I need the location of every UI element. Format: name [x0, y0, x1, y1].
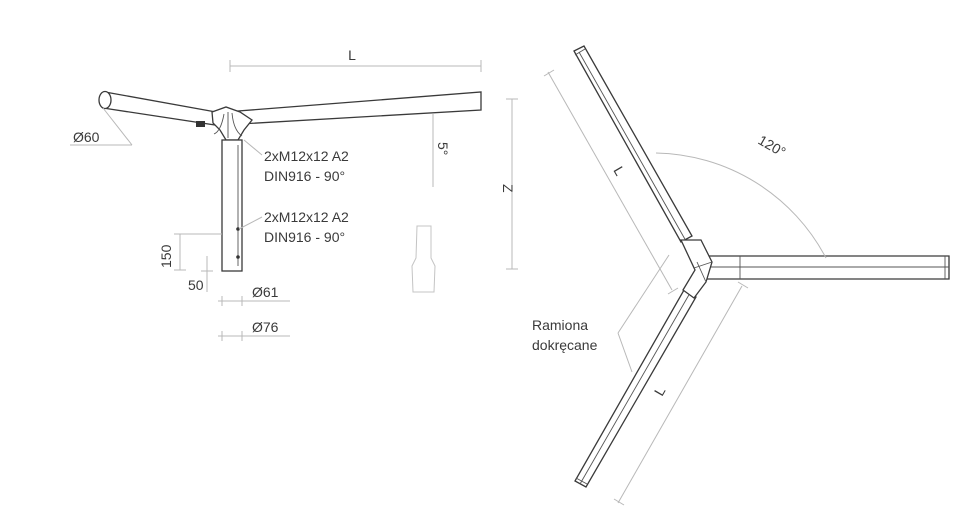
right-arm	[237, 91, 482, 125]
height-dimension: Z	[500, 98, 518, 270]
angle-arc-label: 120°	[756, 132, 789, 160]
upper-screw-leader	[243, 139, 263, 156]
outer-diameter-label: Ø76	[252, 319, 279, 335]
left-arm	[98, 90, 217, 126]
top-arm-lower	[574, 289, 697, 488]
dim-150-label: 150	[158, 244, 174, 268]
top-view: L L 120° Ramiona dokręcane	[532, 45, 950, 506]
note-line-2: dokręcane	[532, 337, 598, 353]
top-arm-upper	[573, 45, 693, 243]
side-view: L Ø60	[70, 47, 518, 341]
note-line-1: Ramiona	[532, 317, 588, 333]
angle-label: 5°	[435, 142, 451, 155]
top-upper-length-label: L	[610, 164, 628, 179]
lower-screw-label-1: 2xM12x12 A2	[264, 209, 349, 225]
dim-150: 150	[158, 233, 222, 271]
arm-diameter-dimension: Ø60	[70, 107, 133, 146]
arm-diameter-label: Ø60	[73, 129, 100, 145]
dim-50: 50	[188, 256, 213, 293]
top-lower-length-label: L	[651, 384, 669, 399]
length-dimension: L	[229, 47, 482, 72]
dim-50-label: 50	[188, 277, 204, 293]
socket-sleeve	[411, 225, 436, 293]
inner-diameter-dimension: Ø61	[218, 284, 290, 306]
angle-dimension: 5°	[432, 114, 451, 187]
height-label: Z	[500, 184, 516, 193]
lower-screw-label-2: DIN916 - 90°	[264, 229, 345, 245]
post	[221, 139, 243, 272]
lower-screw-leader	[238, 216, 263, 230]
tightened-arms-note: Ramiona dokręcane	[532, 254, 670, 373]
arm-hub	[196, 106, 253, 141]
length-label: L	[348, 47, 356, 63]
top-hub	[679, 239, 713, 299]
outer-diameter-dimension: Ø76	[218, 319, 290, 341]
top-arm-right	[703, 255, 950, 280]
upper-screw-label-1: 2xM12x12 A2	[264, 148, 349, 164]
upper-screw-label-2: DIN916 - 90°	[264, 168, 345, 184]
inner-diameter-label: Ø61	[252, 284, 279, 300]
